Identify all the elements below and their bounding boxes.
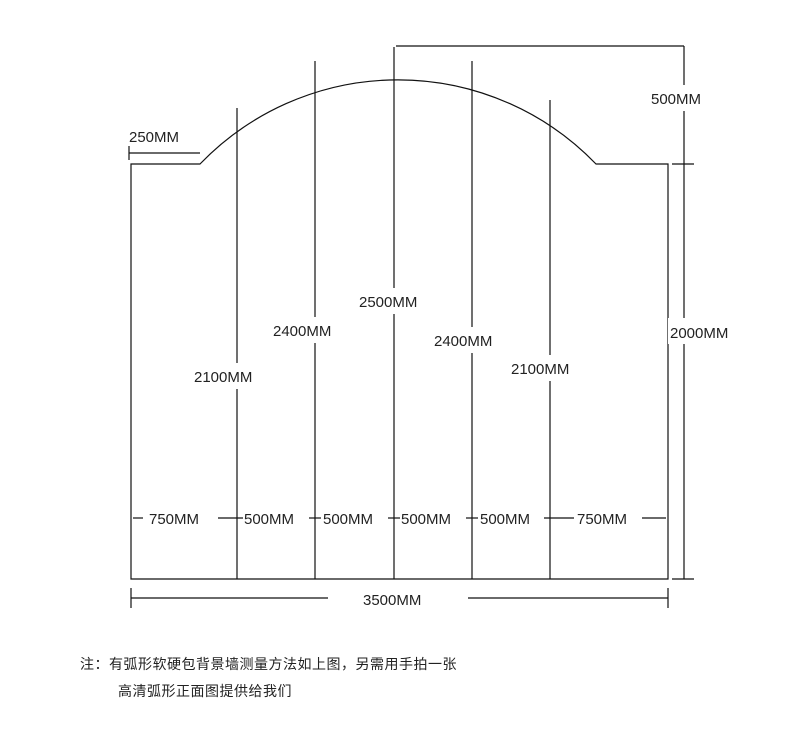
side-height-label: 2000MM <box>670 325 728 342</box>
panel-width-label: 750MM <box>149 511 199 528</box>
arch-height-label: 500MM <box>651 91 701 108</box>
panel-width-label: 500MM <box>244 511 294 528</box>
measurement-note: 注：有弧形软硬包背景墙测量方法如上图，另需用手拍一张 高清弧形正面图提供给我们 <box>80 652 457 706</box>
panel-height-label: 2500MM <box>359 294 417 311</box>
panel-height-label: 2100MM <box>194 369 252 386</box>
offset-label: 250MM <box>129 129 179 146</box>
panel-width-label: 750MM <box>577 511 627 528</box>
panel-width-label: 500MM <box>480 511 530 528</box>
total-width-label: 3500MM <box>363 592 421 609</box>
panel-height-label: 2400MM <box>434 333 492 350</box>
panel-width-label: 500MM <box>401 511 451 528</box>
panel-width-label: 500MM <box>323 511 373 528</box>
panel-height-label: 2400MM <box>273 323 331 340</box>
note-line-2: 高清弧形正面图提供给我们 <box>118 684 292 700</box>
panel-height-label: 2100MM <box>511 361 569 378</box>
note-line-1: 注：有弧形软硬包背景墙测量方法如上图，另需用手拍一张 <box>80 657 457 673</box>
arch-wall-measurement-diagram: 250MM 500MM 2000MM 3500MM 2100MM 2400MM … <box>128 45 729 609</box>
wall-outline <box>130 79 669 580</box>
